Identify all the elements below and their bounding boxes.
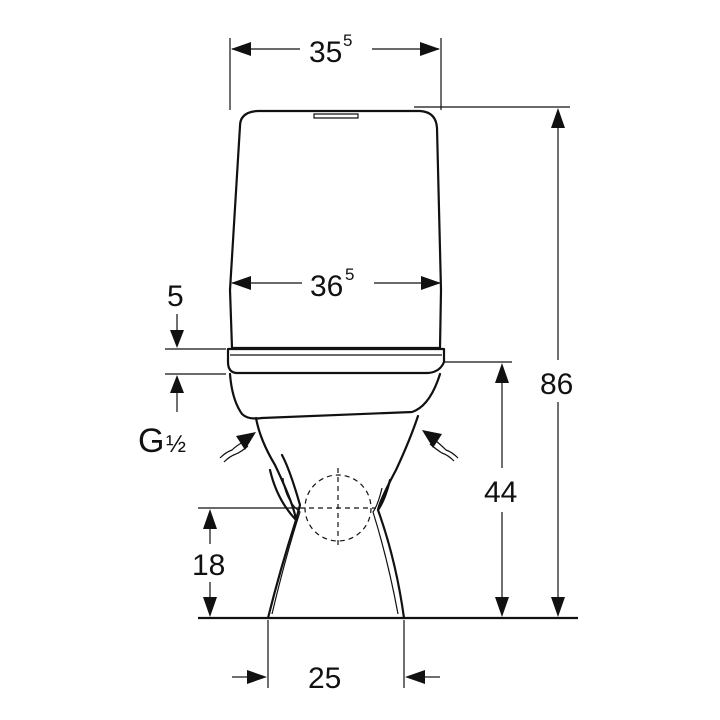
base-width-value: 25 [308, 662, 341, 695]
flush-button [313, 113, 359, 119]
outlet-height-arrow-bottom [203, 597, 217, 617]
seat-height-arrow-bottom [495, 597, 509, 617]
tank-bottom-arrow-left [231, 276, 251, 290]
inlet-thread-letter: G [138, 422, 164, 460]
base-width-arrow-right [405, 670, 425, 684]
total-height-value: 86 [540, 368, 573, 401]
total-height-arrow-top [551, 108, 565, 128]
pedestal-left-side [266, 468, 298, 620]
outlet-height-arrow-top [203, 509, 217, 529]
total-height-arrow-bottom [551, 597, 565, 617]
seat-lid-outline [226, 347, 446, 375]
tank-top-width-superscript: 5 [343, 31, 352, 50]
bowl-outline [228, 372, 442, 420]
tank-top-width-value: 35 [309, 36, 342, 69]
gap-arrow-up [170, 375, 184, 393]
seat-height-value: 44 [484, 476, 517, 509]
pedestal-inner-right [372, 487, 399, 615]
pedestal-right-side [376, 478, 406, 620]
tank-bottom-arrow-right [421, 276, 441, 290]
tank-bottom-width-value: 36 [310, 270, 343, 303]
cistern-outline [228, 109, 443, 350]
pedestal-outline [254, 414, 420, 522]
outlet-height-value: 18 [192, 549, 225, 582]
base-width-arrow-left [247, 670, 267, 684]
tank-top-arrow-right [420, 42, 440, 56]
gap-height-value: 5 [167, 280, 184, 313]
seat-height-arrow-top [495, 363, 509, 383]
pedestal-inner-left [271, 477, 301, 615]
tank-top-arrow-left [231, 42, 251, 56]
left-inlet-arrow-icon [219, 432, 256, 463]
inlet-thread-fraction: ½ [166, 431, 186, 458]
right-inlet-arrow-icon [422, 430, 459, 462]
gap-arrow-down [170, 330, 184, 348]
tank-bottom-width-superscript: 5 [345, 265, 354, 284]
